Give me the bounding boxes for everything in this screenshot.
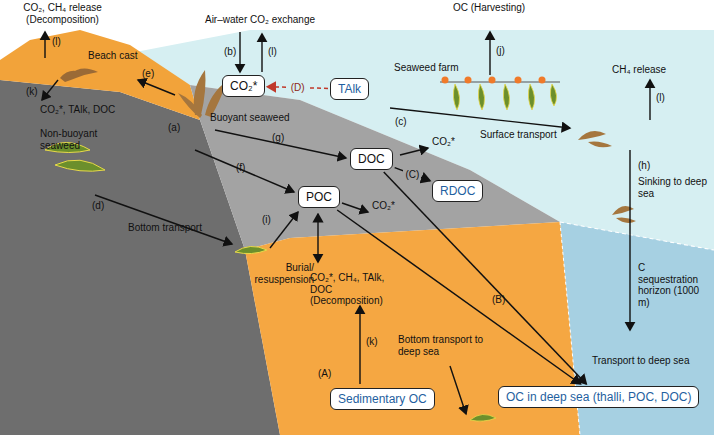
- annotation-label: (l): [656, 92, 665, 104]
- annotation-label: CH₄ release: [612, 64, 666, 76]
- annotation-label: CO₂*, TAlk, DOC: [40, 104, 115, 116]
- annotation-label: Bottom transport to deep sea: [398, 334, 493, 357]
- annotation-label: (l): [268, 46, 277, 58]
- annotation-label: CO₂*: [432, 136, 455, 148]
- annotation-label: Buoyant seaweed: [210, 112, 290, 124]
- annotation-label: (d): [92, 200, 104, 212]
- annotation-label: (h): [638, 160, 650, 172]
- annotation-label: (i): [262, 214, 271, 226]
- annotation-label: (g): [272, 132, 284, 144]
- annotation-label: (k): [26, 86, 38, 98]
- carbon-pool-box: Sedimentary OC: [330, 388, 435, 410]
- box-text: POC: [306, 190, 332, 204]
- annotation-label: Air–water CO₂ exchange: [200, 14, 320, 26]
- carbon-pool-box: CO₂*: [222, 75, 265, 97]
- annotation-label: Burial/ resuspension: [248, 262, 314, 285]
- annotation-label: Transport to deep sea: [592, 355, 707, 367]
- annotation-label: (c): [395, 116, 407, 128]
- carbon-pool-box: TAlk: [330, 78, 369, 100]
- annotation-label: (A): [318, 368, 331, 380]
- annotation-label: CO₂, CH₄ release (Decomposition): [5, 2, 120, 25]
- box-text: DOC: [358, 152, 385, 166]
- flow-connector: [384, 172, 587, 384]
- annotation-label: Seaweed farm: [394, 62, 458, 74]
- box-text: Sedimentary OC: [338, 392, 427, 406]
- box-text: CO₂*: [230, 79, 257, 93]
- flow-arrows: [42, 32, 650, 414]
- annotation-label: Surface transport: [480, 129, 557, 141]
- beach: [0, 30, 200, 120]
- annotation-label: Sinking to deep sea: [638, 176, 710, 199]
- edge-label: (C): [403, 169, 421, 180]
- annotation-label: Bottom transport: [128, 222, 202, 234]
- carbon-pool-box: OC in deep sea (thalli, POC, DOC): [498, 386, 699, 408]
- annotation-label: (f): [236, 162, 245, 174]
- box-text: RDOC: [440, 184, 475, 198]
- box-text: OC in deep sea (thalli, POC, DOC): [506, 390, 691, 404]
- annotation-label: (B): [492, 294, 505, 306]
- carbon-pool-box: POC: [298, 186, 340, 208]
- annotation-label: Beach cast: [88, 50, 137, 62]
- sequestration-horizon: [560, 222, 714, 250]
- annotation-label: CO₂*, CH₄, TAlk, DOC (Decomposition): [310, 272, 405, 307]
- flow-connector: [395, 168, 430, 181]
- carbon-pool-box: RDOC: [432, 180, 483, 202]
- box-text: TAlk: [338, 82, 361, 96]
- annotation-label: (l): [52, 36, 61, 48]
- annotation-label: Non-buoyant seaweed: [40, 128, 120, 151]
- annotation-label: (e): [142, 68, 154, 80]
- shelf: [190, 85, 560, 250]
- edge-label: (D): [289, 82, 307, 93]
- carbon-pool-box: DOC: [350, 148, 393, 170]
- annotation-label: CO₂*: [372, 200, 395, 212]
- annotation-label: (b): [224, 46, 236, 58]
- flow-connector: [337, 210, 580, 384]
- annotation-label: (k): [366, 336, 378, 348]
- annotation-label: (a): [168, 122, 180, 134]
- annotation-label: C sequestration horizon (1000 m): [638, 262, 708, 308]
- seaweed: [45, 68, 636, 421]
- annotation-label: OC (Harvesting): [452, 2, 526, 14]
- annotation-label: (j): [496, 45, 505, 57]
